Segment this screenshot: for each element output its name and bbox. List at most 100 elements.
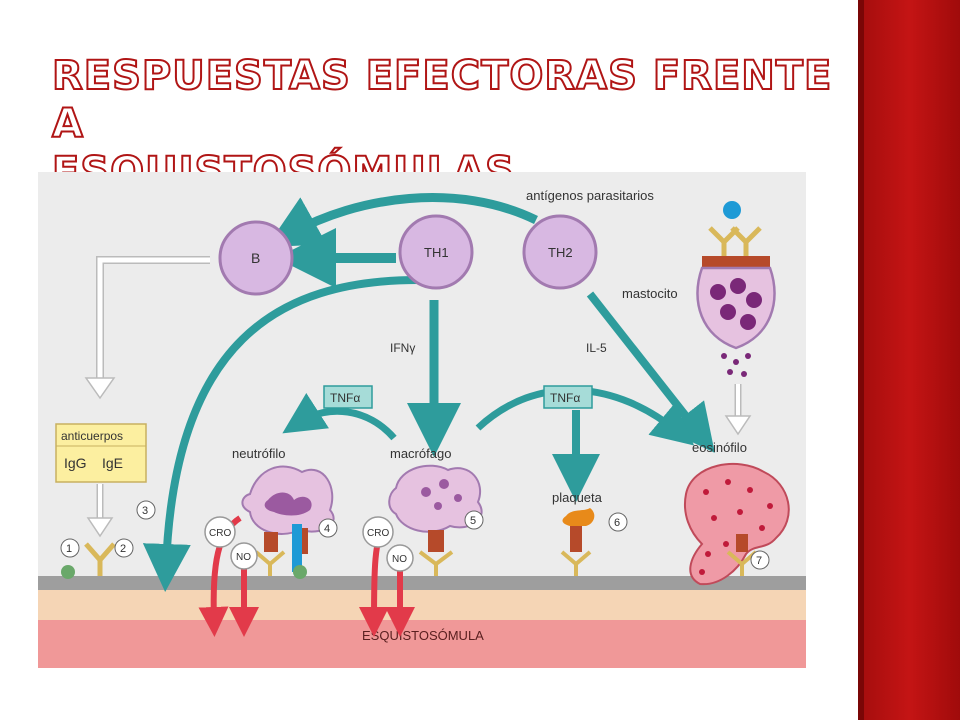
cro-label-1: CRO	[209, 528, 231, 539]
step-3-marker	[136, 500, 156, 520]
macrofago-receptor	[428, 530, 444, 552]
mastocito-granule-3	[746, 292, 762, 308]
step-6-marker	[608, 512, 628, 532]
schistosomula-label: ESQUISTOSÓMULA	[362, 628, 484, 643]
eosinofilo-granule-4	[767, 503, 773, 509]
cro-label-2: CRO	[367, 528, 389, 539]
b-cell-label: B	[251, 250, 260, 266]
b-cell	[218, 220, 294, 296]
eosinofilo-granule-2	[725, 479, 731, 485]
th2-cell	[522, 214, 598, 290]
step-1-marker	[60, 538, 80, 558]
mastocito-granule-4	[720, 304, 736, 320]
step-4-marker	[318, 518, 338, 538]
arrow-macrofago-to-neutrofilo	[282, 392, 397, 441]
antibody-step2	[84, 542, 116, 576]
no-bubble-1	[230, 542, 258, 570]
neutrofilo-receptor-1	[264, 532, 278, 552]
step4-blue-receptor	[292, 524, 302, 572]
step-2-label: 2	[120, 543, 126, 555]
eosinofilo-label: eosinófilo	[692, 440, 747, 455]
no-bubble-2	[386, 544, 414, 572]
mastocito-release-2	[733, 359, 739, 365]
slide-sidebar	[858, 0, 960, 720]
eosinofilo-cell	[684, 462, 790, 586]
arrow-th1-to-surface	[142, 276, 419, 592]
antigen-dot-step4	[293, 565, 307, 579]
neutrofilo-receptor-2	[300, 528, 308, 554]
macrofago-vacuole-4	[434, 502, 442, 510]
mastocito-ige-right	[730, 226, 762, 256]
cro-bubble-1	[204, 516, 236, 548]
tnf-left-box	[323, 385, 373, 409]
plaqueta-label: plaqueta	[552, 490, 603, 505]
arrow-b-to-antibodies-head	[84, 377, 116, 400]
neutrofilo-nucleus	[264, 492, 312, 516]
antigens-label: antígenos parasitarios	[526, 188, 654, 203]
neutrofilo-label: neutrófilo	[232, 446, 285, 461]
eosinofilo-granule-9	[723, 541, 729, 547]
step-3-label: 3	[142, 505, 148, 517]
plaqueta-cell	[562, 508, 595, 526]
membrane-line	[38, 576, 806, 590]
mastocito-release-3	[745, 353, 751, 359]
mastocito-release-1	[721, 353, 727, 359]
macrofago-vacuole-1	[421, 487, 431, 497]
diagram-canvas: ESQUISTOSÓMULA B TH1 TH2 antígenos paras…	[38, 188, 806, 668]
antibodies-title: anticuerpos	[61, 429, 123, 443]
mastocito-release-4	[727, 369, 733, 375]
tnf-left-label: TNFα	[330, 391, 360, 405]
step-4-label: 4	[324, 523, 330, 535]
th1-cell	[398, 214, 474, 290]
ifn-gamma-label: IFNγ	[390, 341, 415, 355]
eosinofilo-granule-1	[703, 489, 709, 495]
cro-bubble-2	[362, 516, 394, 548]
eosinofilo-granule-7	[759, 525, 765, 531]
tnf-right-box	[543, 385, 593, 409]
igg-label: IgG	[64, 455, 87, 471]
ige-label: IgE	[102, 455, 123, 471]
red-arrow-neutrofilo-1	[198, 515, 242, 637]
schistosomula-body	[38, 620, 806, 668]
tegument-band	[38, 590, 806, 620]
th1-cell-label: TH1	[424, 245, 449, 260]
mastocito-granule-2	[730, 278, 746, 294]
mastocito-granule-1	[710, 284, 726, 300]
neutrofilo-antibody	[254, 550, 286, 576]
plaqueta-antibody	[560, 550, 592, 576]
eosinofilo-granule-5	[711, 515, 717, 521]
step-2-marker	[114, 538, 134, 558]
no-label-1: NO	[236, 552, 251, 563]
arrow-th2-to-b	[266, 193, 538, 248]
antigen-dot-step1	[61, 565, 75, 579]
eosinofilo-granule-6	[737, 509, 743, 515]
mastocito-granule-5	[740, 314, 756, 330]
no-label-2: NO	[392, 554, 407, 565]
step-1-label: 1	[66, 543, 72, 555]
mastocito-release-5	[741, 371, 747, 377]
macrofago-antibody	[418, 550, 454, 576]
plaqueta-receptor	[570, 526, 582, 552]
macrofago-vacuole-2	[439, 479, 449, 489]
arrow-b-to-antibodies	[96, 256, 210, 378]
title-line-1: RESPUESTAS EFECTORAS FRENTE A	[51, 52, 833, 148]
immune-response-diagram: ESQUISTOSÓMULA B TH1 TH2 antígenos paras…	[38, 172, 806, 668]
mastocito-receptors	[702, 256, 770, 268]
parasite-antigen-dot	[723, 201, 741, 219]
arrow-antibodies-down-head	[86, 517, 114, 538]
arrow-mastocito-down-head	[724, 415, 752, 436]
mastocito-label: mastocito	[622, 286, 678, 301]
eosinofilo-granule-10	[699, 569, 705, 575]
eosinofilo-granule-3	[747, 487, 753, 493]
step-6-label: 6	[614, 517, 620, 529]
macrofago-label: macrófago	[390, 446, 451, 461]
step-5-label: 5	[470, 515, 476, 527]
macrofago-vacuole-3	[454, 494, 462, 502]
step-5-marker	[464, 510, 484, 530]
step-7-label: 7	[756, 555, 762, 567]
tnf-right-label: TNFα	[550, 391, 580, 405]
step-7-marker	[750, 550, 770, 570]
eosinofilo-receptor	[736, 534, 748, 552]
eosinofilo-granule-8	[705, 551, 711, 557]
th2-cell-label: TH2	[548, 245, 573, 260]
